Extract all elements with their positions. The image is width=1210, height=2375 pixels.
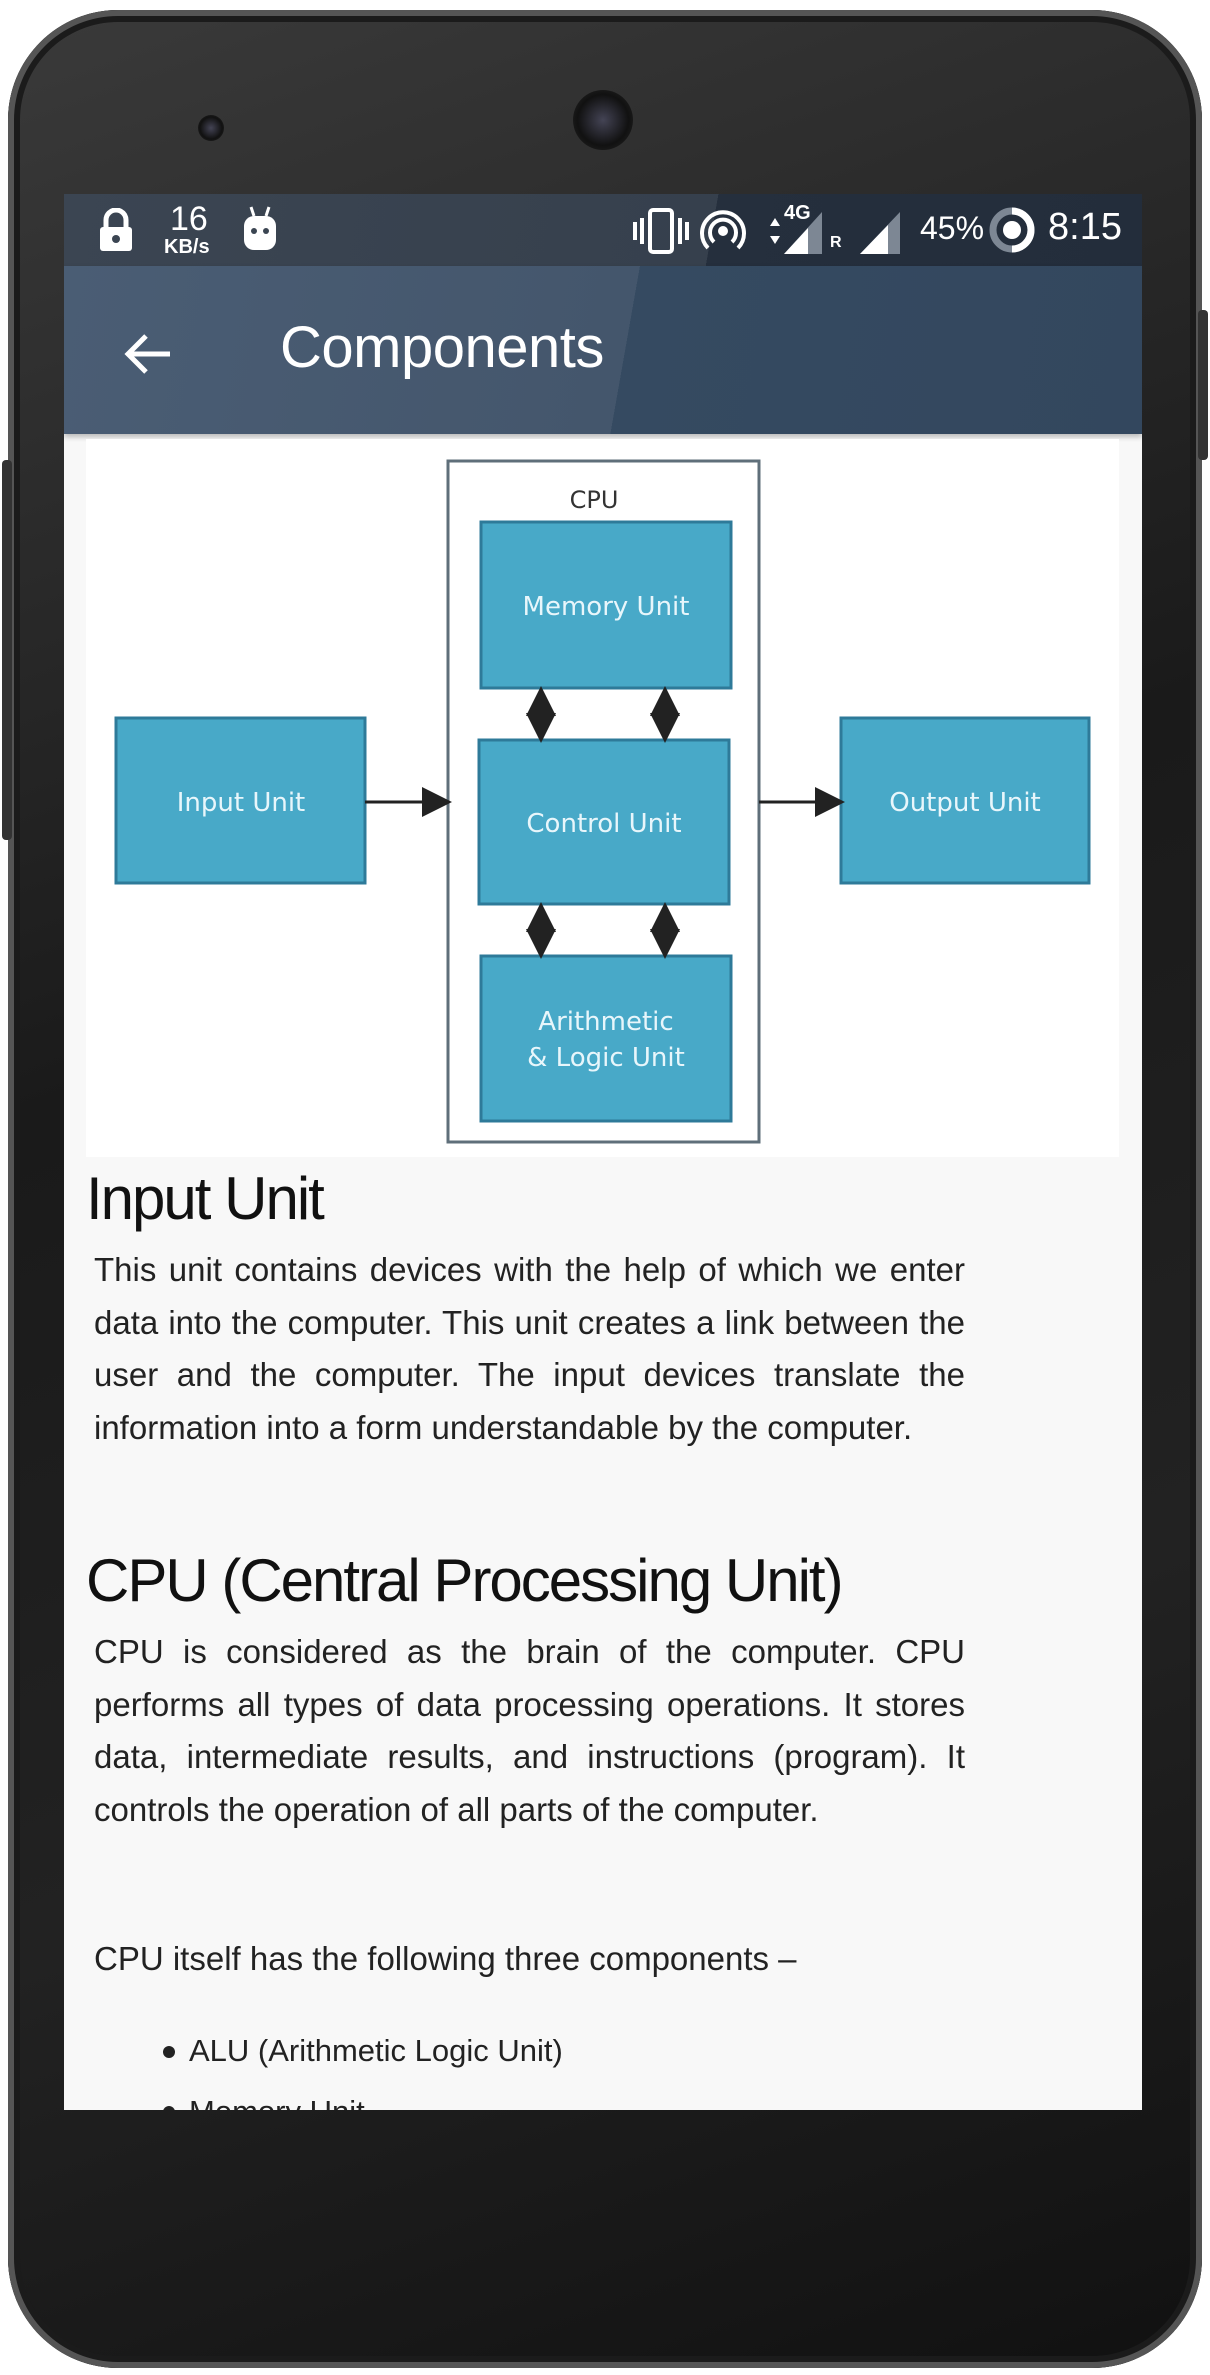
section-paragraph: CPU is considered as the brain of the co… [94, 1633, 965, 1828]
section-paragraph: CPU itself has the following three compo… [94, 1940, 797, 1977]
alu-label-line1: Arithmetic [538, 1007, 673, 1037]
net-speed-unit: KB/s [164, 236, 210, 258]
volume-button [2, 460, 12, 840]
alu-label-line2: & Logic Unit [527, 1043, 685, 1073]
section-paragraph: This unit contains devices with the help… [94, 1251, 965, 1446]
hotspot-icon [700, 210, 746, 250]
list-item: Memory Unit [189, 2094, 365, 2110]
list-bullet [163, 2106, 175, 2110]
cpu-label: CPU [570, 486, 619, 514]
list-bullet [163, 2046, 175, 2058]
input-unit-label: Input Unit [177, 788, 306, 818]
earpiece-speaker [573, 90, 633, 150]
vibrate-icon [633, 208, 689, 254]
cell-signal-icon [860, 212, 900, 254]
roaming-indicator: R [830, 234, 842, 251]
memory-unit-box [479, 520, 733, 690]
section-heading: CPU (Central Processing Unit) [86, 1547, 844, 1614]
output-unit-label: Output Unit [889, 788, 1041, 818]
lock-icon [100, 208, 132, 251]
status-bar: 16 KB/s 4G R 45% 8:15 [64, 194, 1142, 266]
net-speed-value: 16 [170, 200, 208, 238]
list-item: ALU (Arithmetic Logic Unit) [189, 2033, 563, 2068]
network-type: 4G [784, 202, 811, 224]
app-bar: Components [64, 266, 1142, 434]
control-unit-label: Control Unit [526, 809, 681, 839]
page-title: Components [280, 315, 604, 380]
alu-box [479, 954, 733, 1123]
battery-icon [989, 207, 1035, 253]
data-activity-icon [770, 218, 780, 244]
screen: 16 KB/s 4G R 45% 8:15 Components CPU Mem… [64, 194, 1142, 2110]
front-camera [198, 115, 224, 141]
cpu-block-diagram: CPU Memory Unit Control Unit Arithmetic … [86, 439, 1119, 1157]
battery-percent: 45% [920, 210, 985, 246]
android-icon [244, 206, 276, 250]
back-arrow-icon[interactable] [118, 324, 178, 384]
control-unit-box [477, 738, 731, 906]
section-heading: Input Unit [86, 1165, 325, 1232]
power-button [1198, 310, 1208, 460]
cell-signal-roaming-icon [784, 212, 822, 254]
memory-unit-label: Memory Unit [523, 592, 690, 622]
input-unit-box [114, 716, 367, 885]
clock: 8:15 [1048, 206, 1122, 248]
